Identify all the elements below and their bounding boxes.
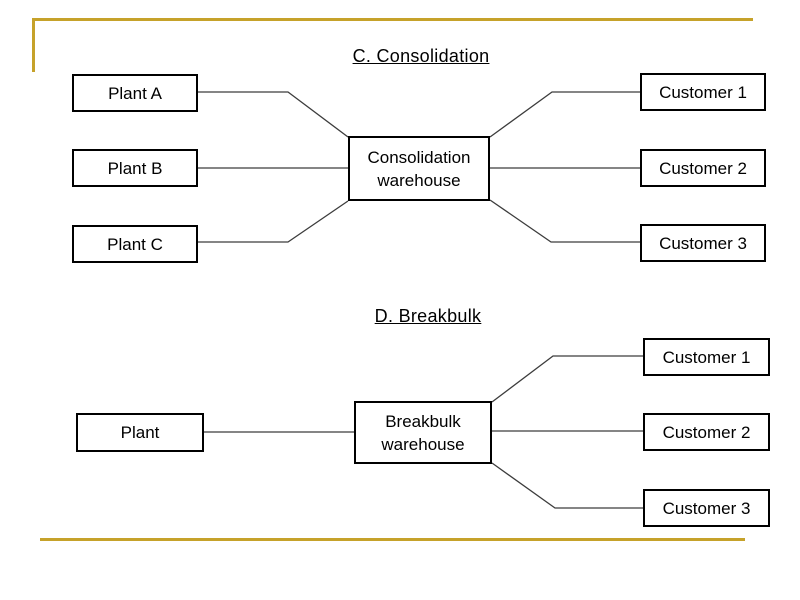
consolidation-customer-3-label: Customer 3 (659, 233, 747, 253)
consolidation-customer-1-box: Customer 1 (640, 73, 766, 111)
connector-breakbulk-warehouse-to-customer-1 (491, 355, 643, 403)
breakbulk-customer-1-box: Customer 1 (643, 338, 770, 376)
consolidation-warehouse-label-line1: Consolidation (367, 147, 471, 167)
consolidation-section-title: C. Consolidation (352, 46, 490, 66)
breakbulk-section-title: D. Breakbulk (374, 306, 482, 326)
breakbulk-warehouse-label-line2: warehouse (381, 434, 465, 454)
connector-plant-a-to-consolidation-warehouse (198, 91, 349, 138)
top-border-line (33, 18, 753, 21)
consolidation-warehouse-box: Consolidation warehouse (348, 136, 490, 201)
consolidation-customer-2-label: Customer 2 (659, 158, 747, 178)
breakbulk-warehouse-box: Breakbulk warehouse (354, 401, 492, 464)
plant-c-box: Plant C (72, 225, 198, 263)
breakbulk-customer-1-label: Customer 1 (662, 347, 751, 367)
plant-label: Plant (120, 423, 160, 442)
plant-box: Plant (76, 413, 204, 452)
plant-b-label: Plant B (107, 158, 163, 178)
plant-b-box: Plant B (72, 149, 198, 187)
consolidation-customer-1-label: Customer 1 (659, 82, 747, 102)
breakbulk-warehouse-label-line1: Breakbulk (385, 411, 461, 431)
top-left-corner-line (32, 18, 35, 72)
connector-breakbulk-warehouse-to-customer-3 (491, 462, 643, 509)
consolidation-customer-3-box: Customer 3 (640, 224, 766, 262)
connector-consolidation-warehouse-to-customer-3 (489, 199, 640, 243)
breakbulk-customer-2-label: Customer 2 (662, 422, 751, 442)
connector-consolidation-warehouse-to-customer-1 (489, 91, 640, 138)
connector-plant-c-to-consolidation-warehouse (198, 200, 349, 243)
bottom-border-line (40, 538, 745, 541)
breakbulk-customer-3-label: Customer 3 (662, 498, 751, 518)
breakbulk-customer-3-box: Customer 3 (643, 489, 770, 527)
consolidation-customer-2-box: Customer 2 (640, 149, 766, 187)
breakbulk-customer-2-box: Customer 2 (643, 413, 770, 451)
plant-a-label: Plant A (108, 83, 162, 103)
consolidation-warehouse-label-line2: warehouse (377, 170, 461, 190)
plant-a-box: Plant A (72, 74, 198, 112)
plant-c-label: Plant C (107, 234, 163, 254)
